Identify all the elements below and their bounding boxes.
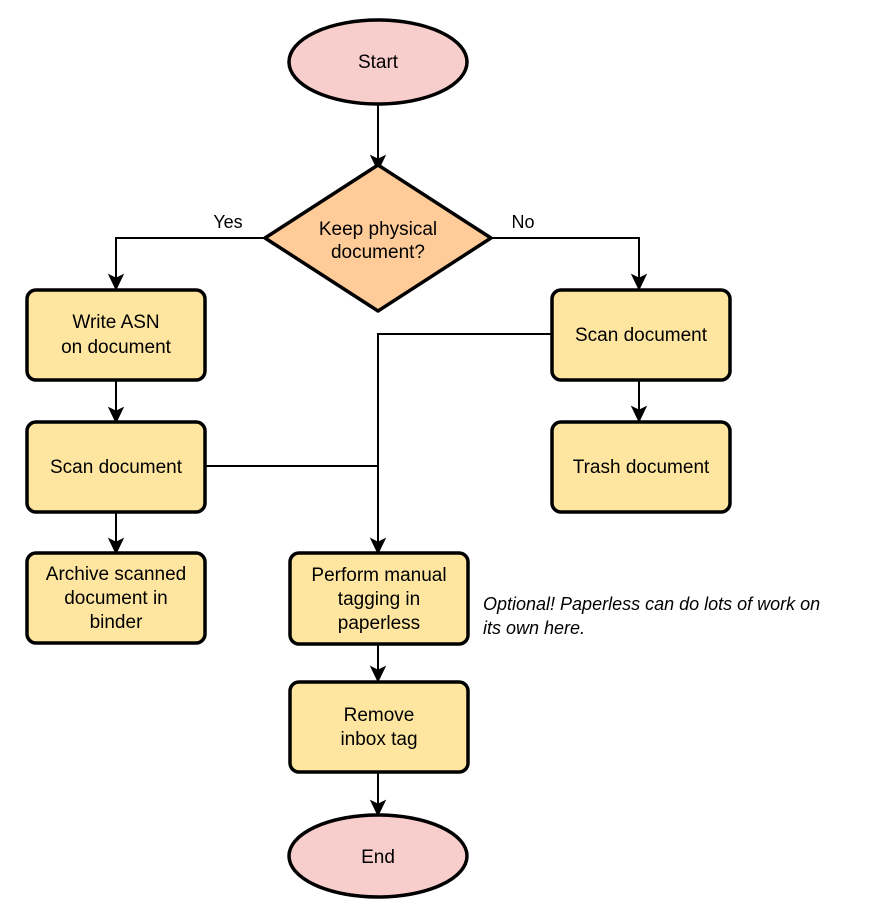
node-perform-manual-tagging[interactable]: Perform manual tagging in paperless [288, 551, 470, 646]
node-start[interactable]: Start [287, 18, 469, 106]
trash-document-box-shape [550, 420, 732, 514]
node-decision-keep-physical-document[interactable]: Keep physical document? [263, 163, 493, 313]
optional-note: Optional! Paperless can do lots of work … [483, 594, 820, 638]
scan-document-left-label: Scan document [50, 457, 183, 478]
archive-label-line2: document in [64, 588, 168, 609]
archive-label-line1: Archive scanned [46, 564, 186, 585]
trash-document-label: Trash document [573, 457, 710, 478]
edge-label-yes: Yes [213, 212, 242, 232]
tagging-label-line1: Perform manual [311, 565, 446, 586]
decision-label-line1: Keep physical [319, 219, 437, 240]
tagging-label-line3: paperless [338, 613, 420, 634]
scan-document-right-label: Scan document [575, 325, 708, 346]
edge-label-no: No [511, 212, 534, 232]
decision-diamond-shape [263, 163, 493, 313]
archive-box-shape [25, 551, 207, 645]
scan-document-left-box-shape [25, 420, 207, 514]
node-scan-document-left[interactable]: Scan document [25, 420, 207, 514]
end-label: End [361, 847, 395, 868]
node-end[interactable]: End [287, 813, 469, 899]
archive-label-line3: binder [90, 612, 143, 633]
edge-decision-no-to-scan-right [491, 237, 648, 291]
write-asn-box-shape [25, 288, 207, 382]
node-scan-document-right[interactable]: Scan document [550, 288, 732, 382]
write-asn-label-line1: Write ASN [72, 312, 159, 333]
connector-layer [107, 104, 648, 817]
decision-label-line2: document? [331, 242, 425, 263]
start-ellipse-shape [287, 18, 469, 106]
remove-inbox-box-shape [288, 680, 470, 774]
node-remove-inbox-tag[interactable]: Remove inbox tag [288, 680, 470, 774]
edge-decision-yes-to-write-asn [107, 237, 265, 291]
optional-note-line2: its own here. [483, 618, 585, 638]
node-trash-document[interactable]: Trash document [550, 420, 732, 514]
scan-document-right-box-shape [550, 288, 732, 382]
edge-scan-right-to-tagging [369, 333, 552, 555]
optional-note-line1: Optional! Paperless can do lots of work … [483, 594, 820, 614]
node-write-asn-on-document[interactable]: Write ASN on document [25, 288, 207, 382]
tagging-label-line2: tagging in [338, 589, 420, 610]
remove-inbox-label-line2: inbox tag [340, 729, 417, 750]
write-asn-label-line2: on document [61, 337, 172, 358]
node-archive-scanned-document-in-binder[interactable]: Archive scanned document in binder [25, 551, 207, 645]
end-ellipse-shape [287, 813, 469, 899]
start-label: Start [358, 52, 399, 73]
tagging-box-shape [288, 551, 470, 646]
remove-inbox-label-line1: Remove [344, 705, 415, 726]
